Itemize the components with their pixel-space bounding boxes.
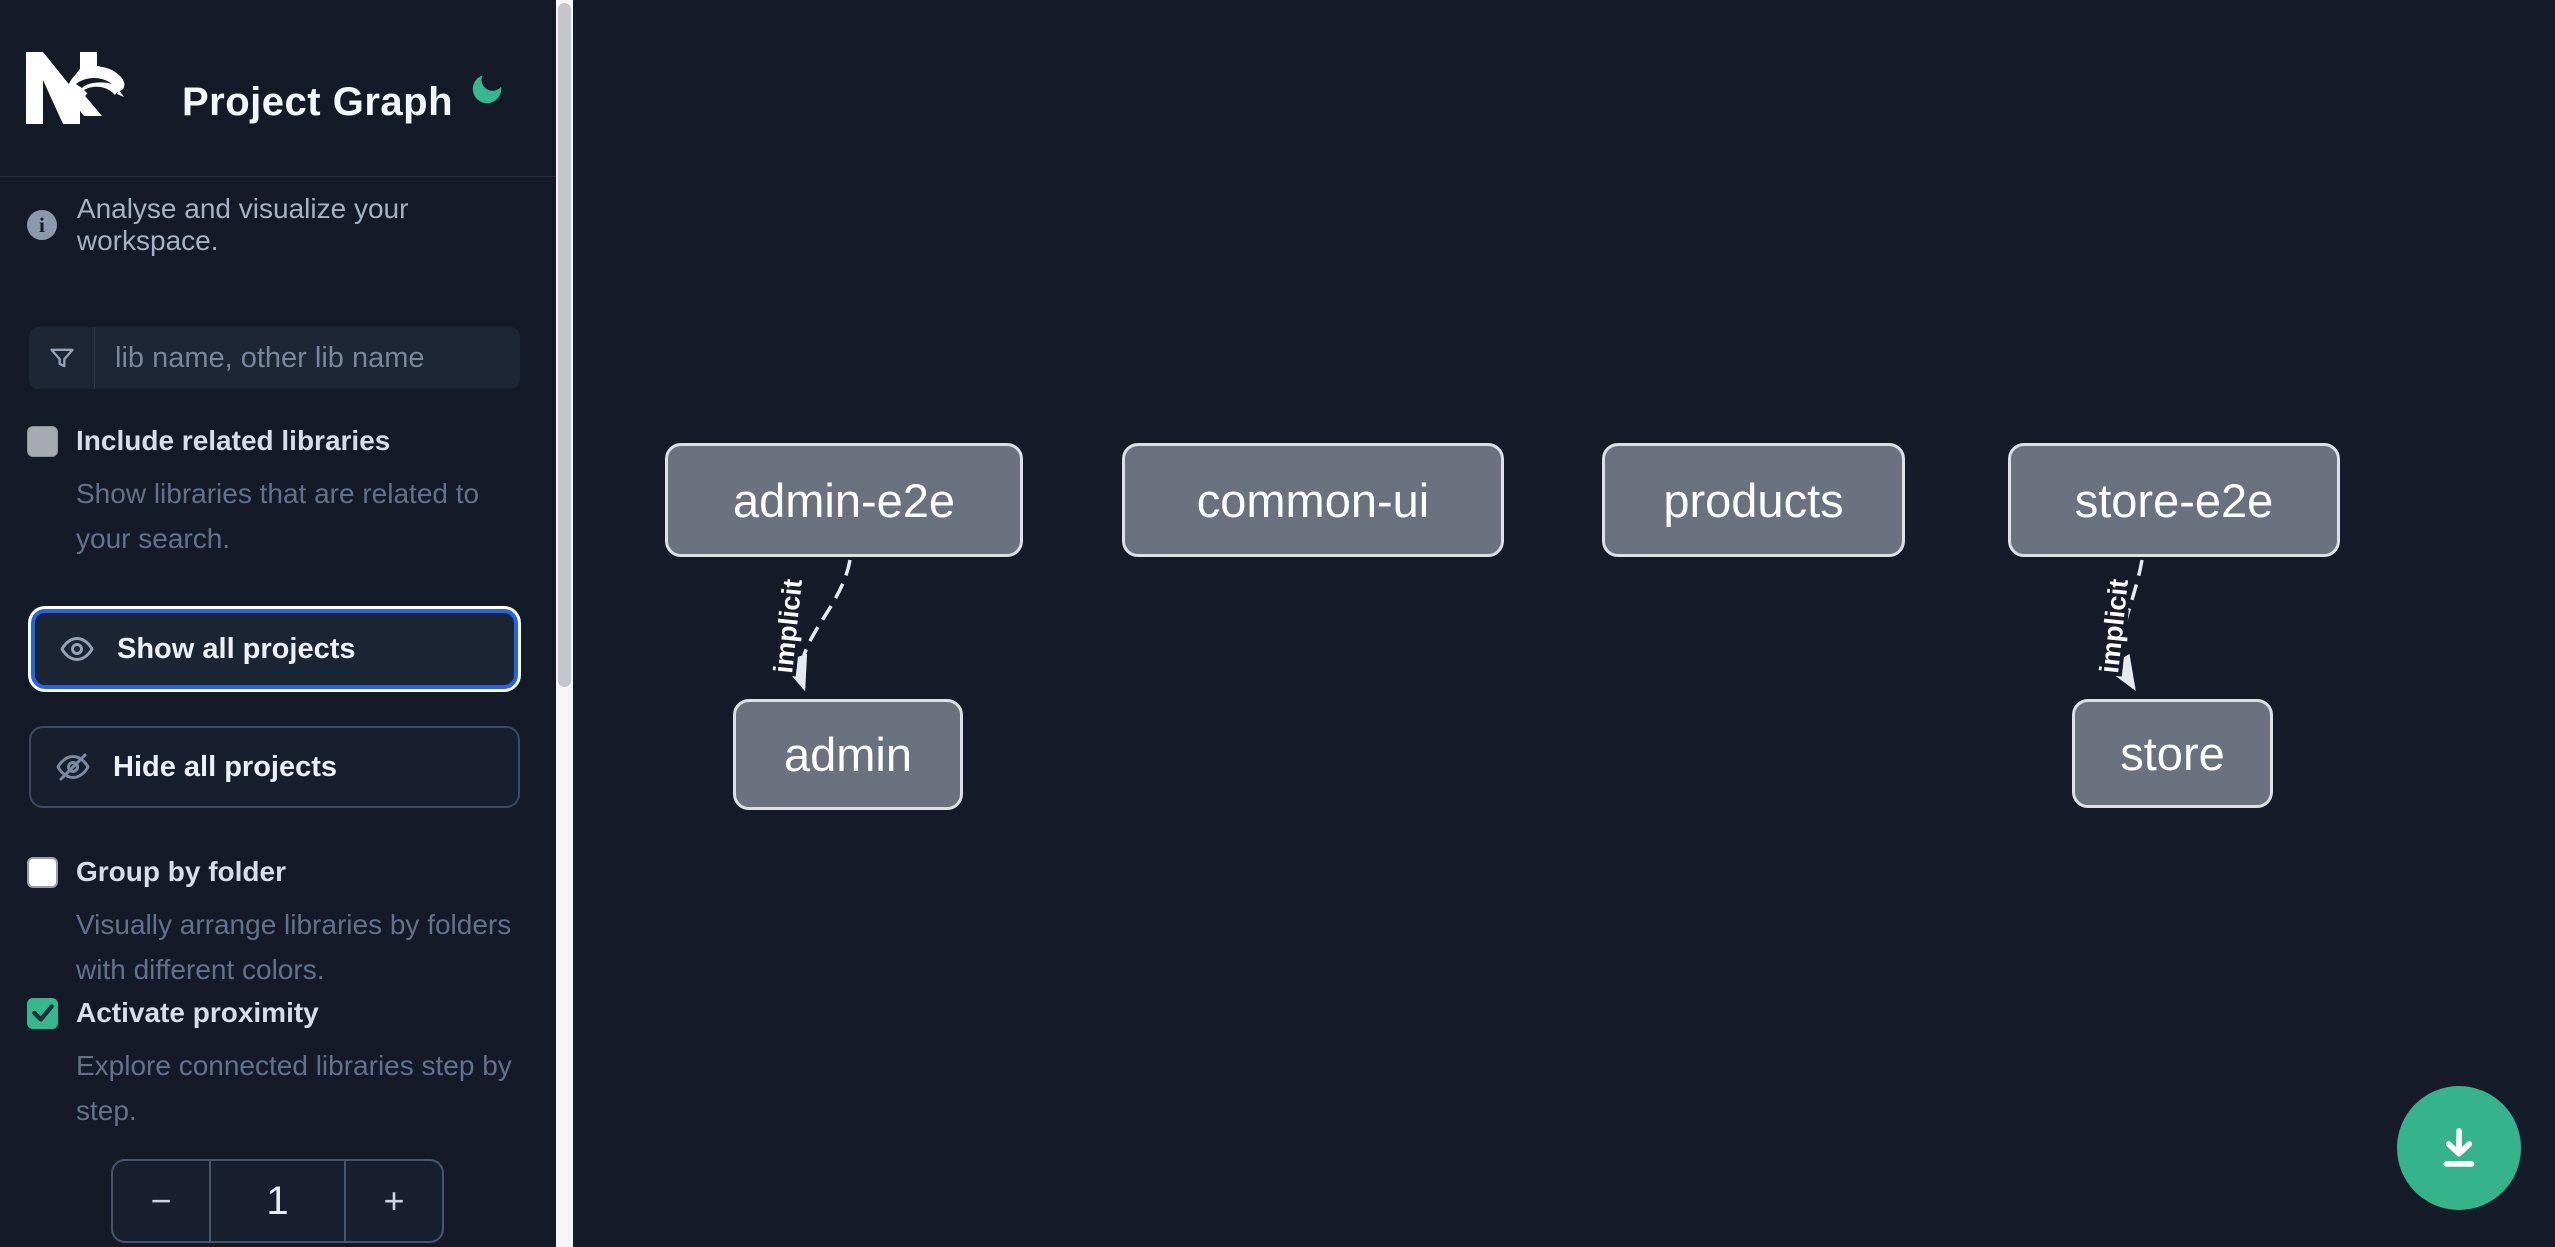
graph-node-store-e2e[interactable]: store-e2e: [2008, 443, 2340, 557]
download-image-button[interactable]: [2397, 1086, 2521, 1210]
graph-node-products[interactable]: products: [1602, 443, 1905, 557]
group-folder-label: Group by folder: [76, 856, 286, 887]
include-related-checkbox[interactable]: [27, 425, 58, 457]
graph-node-admin[interactable]: admin: [733, 699, 963, 810]
graph-node-admin-e2e[interactable]: admin-e2e: [665, 443, 1023, 557]
graph-node-store[interactable]: store: [2072, 699, 2273, 808]
show-all-projects-label: Show all projects: [117, 632, 356, 665]
theme-toggle-moon-icon[interactable]: [464, 66, 510, 112]
filter-icon-cell: [29, 327, 95, 389]
proximity-description: Explore connected libraries step by step…: [76, 1050, 512, 1126]
project-graph-canvas[interactable]: implicit implicit admin-e2e common-ui pr…: [573, 0, 2555, 1247]
proximity-checkbox[interactable]: [27, 997, 58, 1029]
show-all-projects-button[interactable]: Show all projects: [31, 609, 518, 689]
sidebar-header: Project Graph: [0, 0, 556, 177]
page-title: Project Graph: [182, 80, 454, 124]
edge-admin-e2e-to-admin[interactable]: [780, 559, 852, 692]
filter-box: [29, 327, 520, 389]
group-folder-checkbox[interactable]: [27, 856, 58, 888]
edge-label-implicit: implicit: [2094, 577, 2134, 674]
stepper-increment-button[interactable]: +: [383, 1180, 405, 1221]
download-icon: [2443, 1128, 2475, 1167]
include-related-label: Include related libraries: [76, 425, 391, 456]
funnel-icon: [49, 348, 74, 368]
eye-off-icon: [56, 753, 90, 781]
info-icon: i: [27, 210, 57, 240]
hide-all-projects-button[interactable]: Hide all projects: [29, 726, 520, 808]
nx-logo-icon: [26, 52, 125, 124]
sidebar-scrollbar[interactable]: [556, 0, 573, 1247]
proximity-label: Activate proximity: [76, 997, 319, 1028]
group-folder-block: Group by folder Visually arrange librari…: [27, 856, 527, 992]
graph-edges: implicit implicit: [764, 559, 2144, 692]
filter-input[interactable]: [95, 327, 520, 389]
group-folder-description: Visually arrange libraries by folders wi…: [76, 909, 512, 985]
proximity-depth-stepper: − 1 +: [111, 1159, 444, 1243]
proximity-block: Activate proximity Explore connected lib…: [27, 997, 527, 1133]
sidebar: Project Graph i Analyse and visualize yo…: [0, 0, 556, 1247]
hide-all-projects-label: Hide all projects: [113, 750, 338, 783]
include-related-block: Include related libraries Show libraries…: [27, 425, 527, 561]
include-related-description: Show libraries that are related to your …: [76, 478, 480, 554]
workspace-info: i Analyse and visualize your workspace.: [27, 193, 556, 257]
info-text: Analyse and visualize your workspace.: [76, 193, 409, 256]
graph-node-common-ui[interactable]: common-ui: [1122, 443, 1504, 557]
eye-icon: [60, 637, 94, 661]
check-icon: [31, 1004, 54, 1022]
stepper-value[interactable]: 1: [209, 1161, 346, 1241]
sidebar-scrollbar-thumb[interactable]: [558, 3, 571, 687]
stepper-decrement-button[interactable]: −: [150, 1180, 172, 1221]
